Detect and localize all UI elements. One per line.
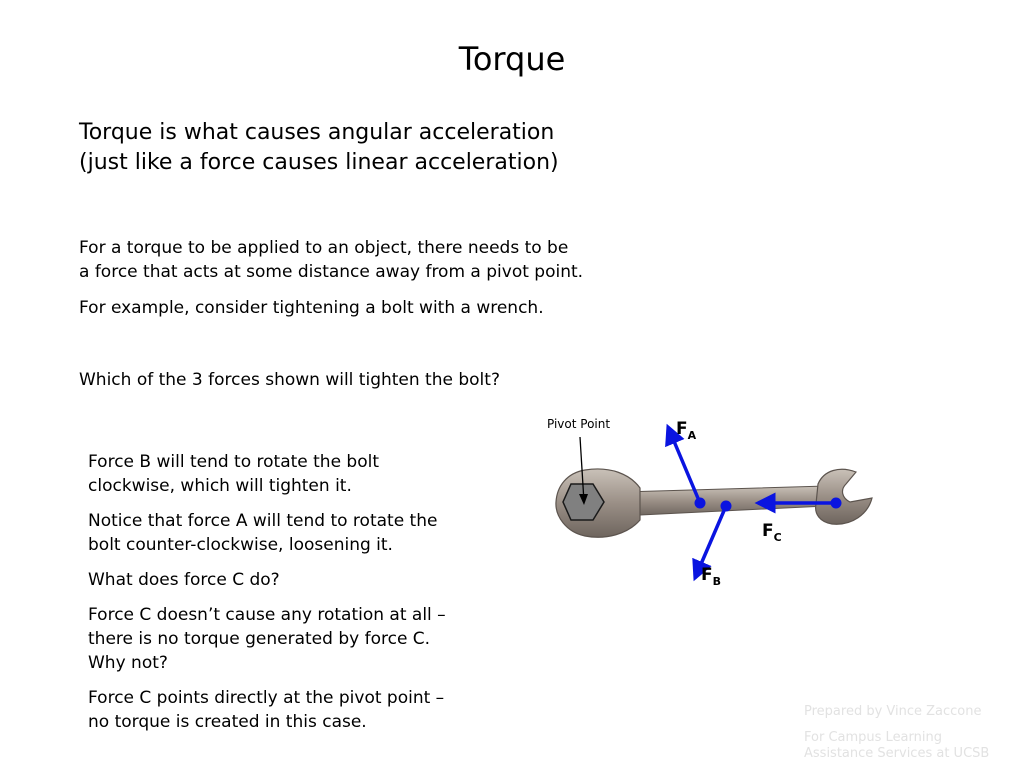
question-text: Which of the 3 forces shown will tighten…: [79, 370, 500, 390]
intro-line-1: Torque is what causes angular accelerati…: [79, 120, 555, 145]
answer-line: Force C doesn’t cause any rotation at al…: [88, 605, 446, 625]
wrench-diagram: Pivot Point FA FB FC: [547, 417, 873, 588]
paragraph1-line-2: a force that acts at some distance away …: [79, 262, 584, 282]
answer-line: bolt counter-clockwise, loosening it.: [88, 535, 393, 555]
answer-line: Notice that force A will tend to rotate …: [88, 511, 438, 531]
answer-line: there is no torque generated by force C.: [88, 629, 431, 649]
question-force-c: What does force C do?: [88, 568, 528, 592]
force-c-label: FC: [762, 521, 782, 544]
force-a-arrow: [665, 423, 702, 504]
paragraph-wrench-example: For example, consider tightening a bolt …: [79, 298, 544, 318]
pivot-pointer-arrowhead: [579, 494, 588, 505]
answer-force-c-reason: Force C points directly at the pivot poi…: [88, 686, 528, 734]
intro-text: Torque is what causes angular accelerati…: [79, 118, 719, 178]
credit-org-line-2: Assistance Services at UCSB: [804, 746, 990, 761]
answer-line: no torque is created in this case.: [88, 712, 367, 732]
force-a-label: FA: [676, 419, 697, 442]
intro-line-2: (just like a force causes linear acceler…: [79, 150, 559, 175]
pivot-point-label: Pivot Point: [547, 417, 610, 431]
credit-organization: For Campus Learning Assistance Services …: [804, 730, 1019, 762]
paragraph-pivot-definition: For a torque to be applied to an object,…: [79, 236, 739, 284]
answer-force-a: Notice that force A will tend to rotate …: [88, 509, 528, 557]
answer-line: Force B will tend to rotate the bolt: [88, 452, 380, 472]
answer-force-b: Force B will tend to rotate the bolt clo…: [88, 450, 528, 498]
force-b-label: FB: [701, 565, 721, 588]
credit-org-line-1: For Campus Learning: [804, 730, 942, 745]
paragraph1-line-1: For a torque to be applied to an object,…: [79, 238, 569, 258]
force-b-dot: [720, 500, 732, 512]
wrench-open-head: [815, 468, 873, 525]
answer-force-c: Force C doesn’t cause any rotation at al…: [88, 603, 528, 675]
answer-line: clockwise, which will tighten it.: [88, 476, 352, 496]
force-b-arrow: [692, 505, 728, 582]
force-a-dot: [694, 497, 706, 509]
credit-author: Prepared by Vince Zaccone: [804, 704, 982, 719]
answer-list: Force B will tend to rotate the bolt clo…: [88, 450, 528, 745]
slide-title: Torque: [458, 40, 566, 78]
answer-line: What does force C do?: [88, 570, 280, 590]
pivot-pointer-line: [579, 436, 585, 503]
answer-line: Force C points directly at the pivot poi…: [88, 688, 445, 708]
answer-line: Why not?: [88, 653, 168, 673]
force-c-dot: [830, 497, 842, 509]
